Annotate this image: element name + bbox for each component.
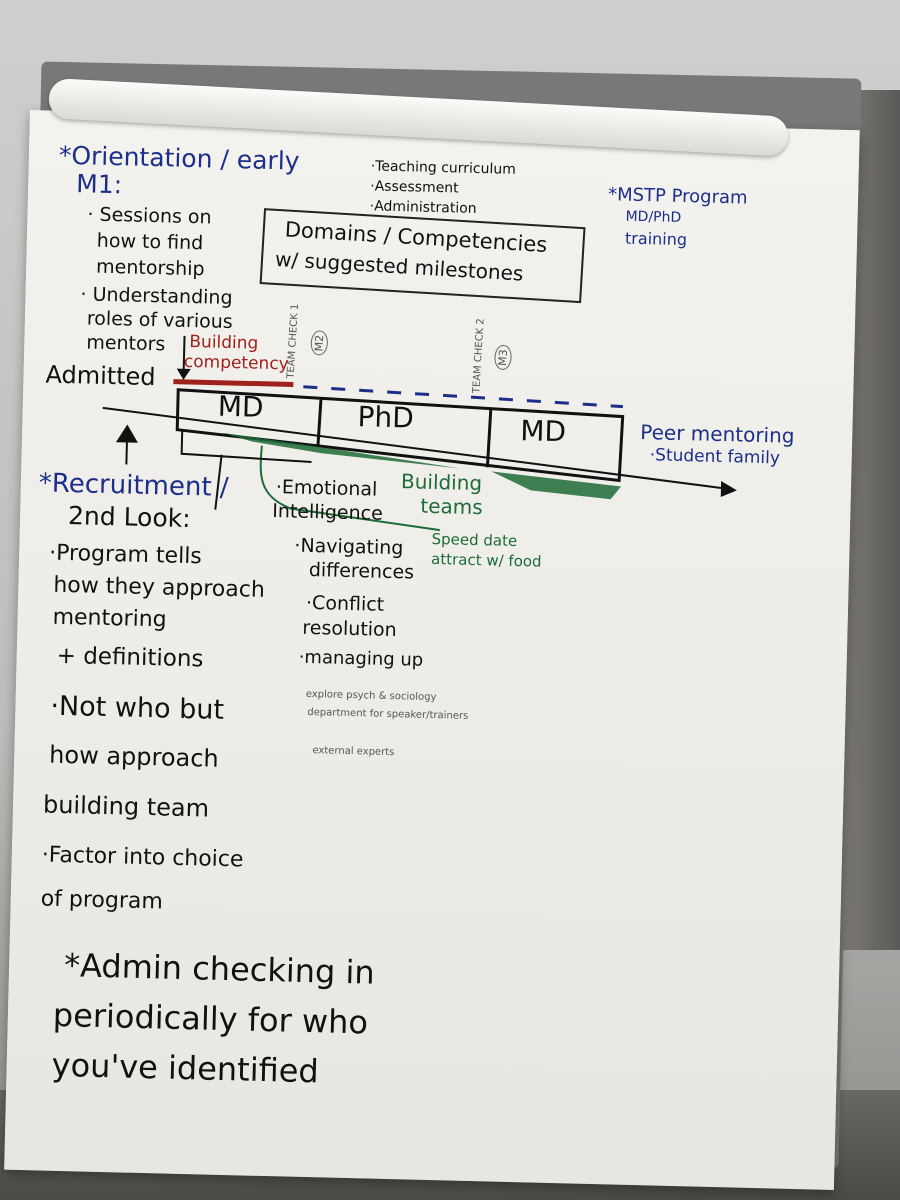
timeline-axis xyxy=(102,406,732,491)
speed-date-line-2: attract w/ food xyxy=(430,549,542,571)
emotional-line-4: differences xyxy=(308,558,415,584)
emotional-line-7: ·managing up xyxy=(298,646,424,671)
recruitment-line-8: ·Factor into choice xyxy=(41,842,244,873)
recruitment-line-9: of program xyxy=(40,886,164,915)
up-arrow-head-icon xyxy=(115,424,138,443)
admin-line-2: periodically for who xyxy=(52,995,369,1042)
building-teams-line-1: Building xyxy=(400,469,483,496)
emotional-line-3: ·Navigating xyxy=(294,534,404,560)
admin-line-3: you've identified xyxy=(51,1045,320,1091)
admin-line-1: *Admin checking in xyxy=(63,946,376,992)
recruitment-line-7: building team xyxy=(42,790,210,823)
recruitment-heading: *Recruitment / xyxy=(38,468,229,503)
flipchart-paper: *Orientation / early M1: · Sessions on h… xyxy=(4,110,860,1190)
green-building-band-1 xyxy=(222,432,462,469)
emotional-line-6: resolution xyxy=(302,616,397,642)
recruitment-line-4: + definitions xyxy=(56,642,204,673)
explore-line-3: external experts xyxy=(312,745,395,759)
emotional-line-2: Intelligence xyxy=(272,500,384,525)
slash-divider xyxy=(214,454,223,510)
competency-red-line xyxy=(173,379,294,388)
recruitment-line-5: ·Not who but xyxy=(50,690,225,726)
recruitment-line-3: mentoring xyxy=(52,604,167,633)
recruitment-line-6: how approach xyxy=(48,740,220,773)
speed-date-line-1: Speed date xyxy=(431,529,518,551)
black-bracket xyxy=(180,429,312,463)
timeline-divider-1 xyxy=(316,398,323,448)
peer-mentoring-label: Peer mentoring xyxy=(640,420,795,448)
green-bracket xyxy=(259,445,441,532)
timeline-drawing xyxy=(102,335,737,532)
dashed-peer-line xyxy=(303,385,624,409)
recruitment-heading-2: 2nd Look: xyxy=(67,501,191,534)
recruitment-line-2: how they approach xyxy=(53,572,266,603)
arrow-down-head-icon xyxy=(176,368,191,380)
timeline-arrow-head-icon xyxy=(720,480,737,497)
green-building-band-2 xyxy=(491,471,621,500)
emotional-line-5: ·Conflict xyxy=(305,591,385,616)
student-family-label: ·Student family xyxy=(649,445,781,469)
timeline-box xyxy=(175,388,625,483)
building-teams-line-2: teams xyxy=(420,493,484,520)
emotional-line-1: ·Emotional xyxy=(275,476,378,501)
recruitment-line-1: ·Program tells xyxy=(48,540,203,570)
